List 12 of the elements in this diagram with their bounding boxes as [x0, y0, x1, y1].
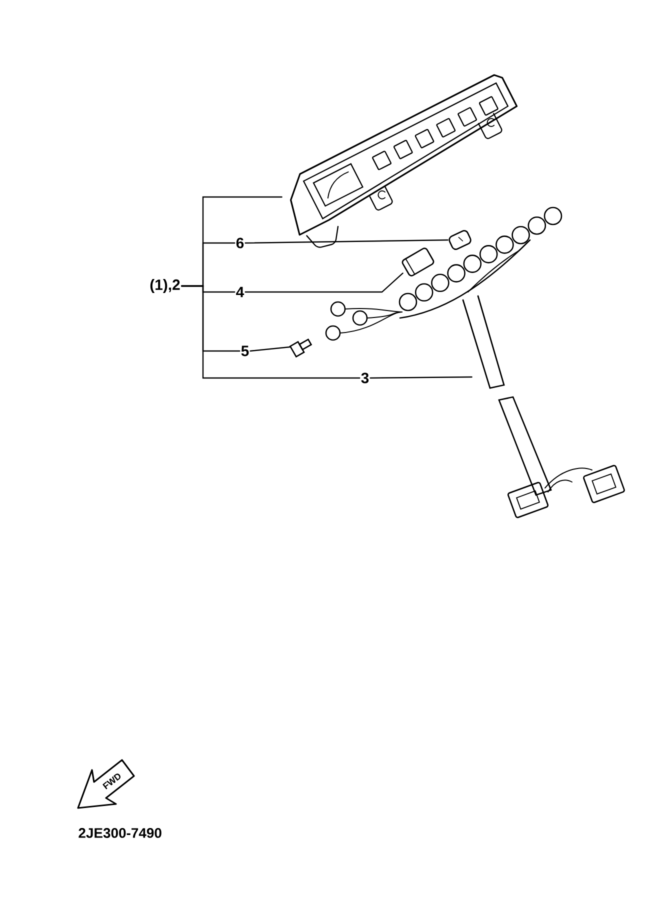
part-number: 4: [234, 286, 246, 298]
leader-line: [244, 239, 448, 244]
part-number: (1),2: [148, 278, 182, 294]
wire-harness-drawing: [398, 206, 625, 518]
part-number: 6: [234, 236, 246, 250]
bracket-line: [180, 285, 360, 379]
part-number: 3: [360, 372, 370, 384]
leader-line: [370, 376, 472, 379]
leader-line: [244, 272, 404, 293]
part-number: 5: [240, 344, 250, 358]
drawing-number: 2JE300-7490: [78, 828, 162, 838]
meter-drawing: [290, 74, 518, 248]
